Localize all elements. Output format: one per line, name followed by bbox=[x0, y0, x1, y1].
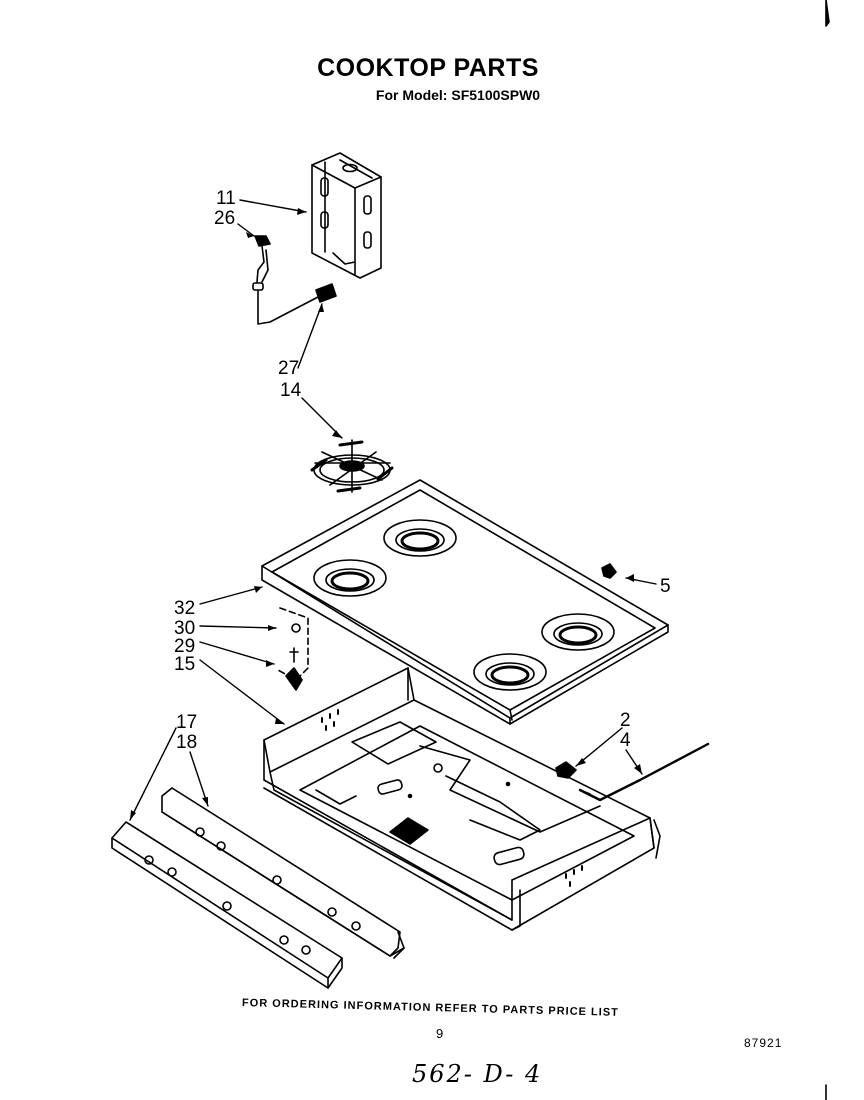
callout-30: 30 bbox=[174, 618, 195, 639]
diagram-title-text: COOKTOP PARTS bbox=[317, 54, 539, 82]
cooktop-32 bbox=[261, 479, 669, 725]
callout-17: 17 bbox=[176, 712, 197, 733]
model-subtitle: For Model: SF5100SPW0 bbox=[0, 87, 864, 103]
callout-26: 26 bbox=[214, 208, 235, 229]
base-pan-15 bbox=[263, 667, 661, 931]
control-panel-18 bbox=[161, 787, 405, 959]
bracket-2 bbox=[555, 761, 577, 779]
igniter-assembly-30-29 bbox=[277, 607, 309, 691]
callout-18: 18 bbox=[176, 732, 197, 753]
handwritten-note: 562- D- 4 bbox=[412, 1060, 543, 1088]
junction-box bbox=[311, 152, 382, 279]
callout-32: 32 bbox=[174, 598, 195, 619]
callout-14: 14 bbox=[280, 380, 302, 401]
reference-number: 87921 bbox=[744, 1036, 783, 1050]
arrowheads bbox=[130, 208, 642, 820]
binding-mark bbox=[825, 0, 830, 27]
model-subtitle-text: For Model: SF5100SPW0 bbox=[375, 87, 541, 103]
callout-2: 2 bbox=[620, 710, 631, 731]
wire-harness-27 bbox=[257, 283, 337, 325]
callout-11: 11 bbox=[216, 188, 236, 209]
leader-lines bbox=[129, 199, 657, 821]
callout-4: 4 bbox=[620, 730, 631, 751]
callout-5: 5 bbox=[660, 576, 671, 597]
page-number: 9 bbox=[436, 1026, 444, 1041]
connector-26 bbox=[252, 235, 271, 291]
clip-5 bbox=[601, 563, 617, 579]
burner-grate-14 bbox=[310, 439, 394, 493]
diagram-title: COOKTOP PARTS bbox=[0, 54, 864, 83]
control-panel-17 bbox=[111, 821, 343, 989]
callout-27: 27 bbox=[278, 358, 299, 379]
wire-4 bbox=[578, 742, 710, 802]
callout-labels: 11 26 27 14 5 32 30 29 15 2 4 17 18 bbox=[174, 188, 671, 753]
callout-29: 29 bbox=[174, 636, 195, 657]
callout-15: 15 bbox=[174, 654, 195, 675]
